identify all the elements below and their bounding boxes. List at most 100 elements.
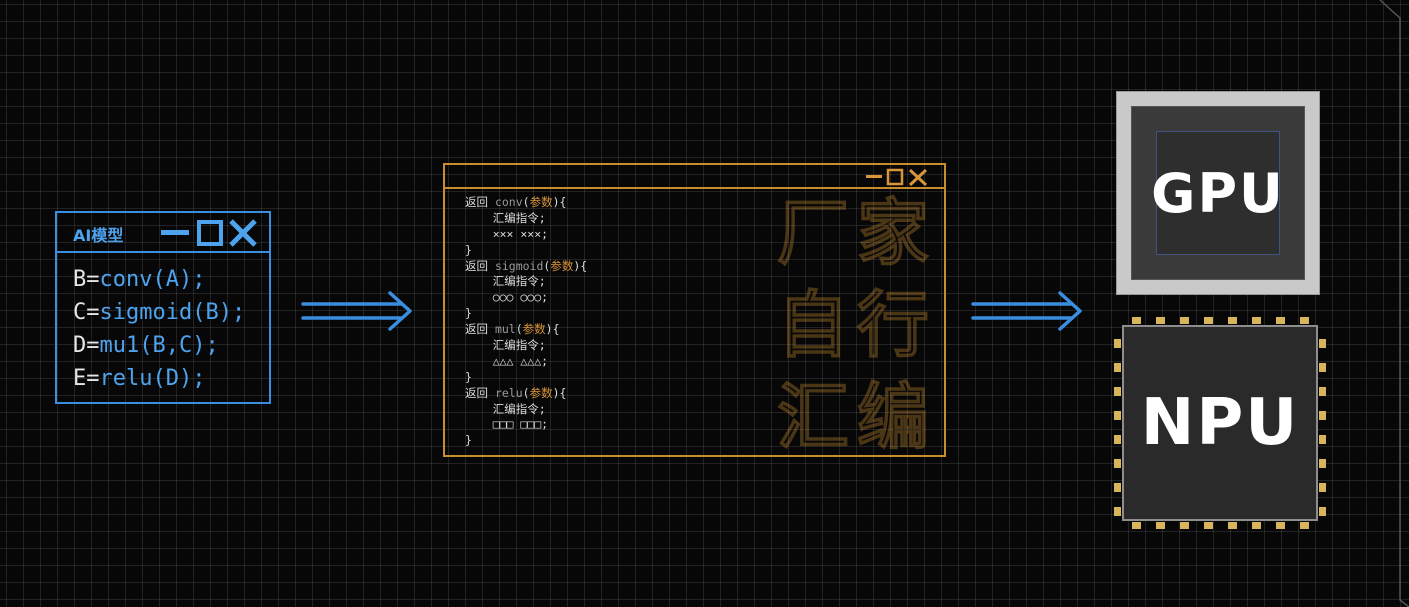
asm-token: □□□ □□□; [465,417,549,432]
npu-chip: NPU [1106,313,1332,533]
asm-code-line: 汇编指令; [465,211,587,227]
gpu-die [1156,131,1280,255]
close-icon [229,219,257,247]
asm-token: △△△ △△△; [465,353,549,368]
asm-token: 汇编指令; [465,401,546,416]
maximize-icon [197,220,223,246]
asm-token: 参数 [550,258,574,273]
vendor-assembly-window: 厂 家 自 行 汇 编 返回 conv(参数){ 汇编指令; ××× ×××;}… [443,163,946,457]
npu-pin [1319,507,1326,516]
asm-token: 汇编指令; [465,210,546,225]
asm-token: ){ [552,385,567,400]
asm-code-line: 汇编指令; [465,402,587,418]
npu-pin [1156,317,1165,324]
asm-code-line: 返回 mul(参数){ [465,322,587,338]
asm-token: ○○○ ○○○; [465,290,549,305]
asm-token: mul [494,322,516,337]
code-var: E= [73,366,100,391]
npu-pin [1114,339,1121,348]
code-var: C= [73,300,100,325]
watermark-char: 自 [776,282,849,367]
asm-token: ( [522,195,530,209]
gpu-chip: GPU [1116,91,1320,295]
npu-pin [1114,483,1121,492]
ai-model-titlebar: AI模型 [57,213,269,253]
npu-pin [1252,522,1261,529]
code-line: C=sigmoid(B); [73,296,269,329]
double-arrow-right-icon [971,291,1082,331]
asm-token: 参数 [529,195,553,209]
vendor-assembly-watermark: 厂 家 自 行 汇 编 [773,187,943,457]
code-line: B=conv(A); [73,263,269,296]
npu-pin [1228,522,1237,529]
asm-code-line: 汇编指令; [465,274,587,290]
asm-token: } [465,242,472,257]
code-call: conv(A); [99,267,206,292]
window-controls [161,219,257,247]
ai-model-code: B=conv(A); C=sigmoid(B); D=mu1(B,C); E=r… [57,253,269,395]
npu-pin [1156,522,1165,529]
asm-code-line: } [465,370,587,386]
npu-pin [1114,387,1121,396]
asm-code-line: 返回 sigmoid(参数){ [465,259,587,275]
watermark-char: 行 [856,282,929,367]
asm-token: sigmoid [494,258,544,273]
asm-token: ( [522,385,530,400]
asm-code-line: △△△ △△△; [465,354,587,370]
asm-code-line: 返回 relu(参数){ [465,386,587,402]
npu-pin [1114,435,1121,444]
npu-pin [1276,317,1285,324]
npu-pin [1319,411,1326,420]
asm-token: 参数 [522,322,546,337]
npu-pin [1319,339,1326,348]
npu-pin [1204,317,1213,324]
asm-token: ){ [573,258,588,273]
minimize-icon [866,175,882,178]
asm-code-line: 汇编指令; [465,338,587,354]
code-var: D= [73,333,100,358]
vendor-assembly-titlebar [445,165,944,189]
code-var: B= [73,267,100,292]
npu-pin [1114,507,1121,516]
watermark-char: 编 [856,374,929,457]
asm-token: } [465,433,472,448]
npu-pin [1300,317,1309,324]
npu-pin [1319,459,1326,468]
vendor-assembly-code: 返回 conv(参数){ 汇编指令; ××× ×××;}返回 sigmoid(参… [465,195,587,449]
asm-code-line: } [465,243,587,259]
asm-token: 返回 [465,258,495,273]
npu-pin [1300,522,1309,529]
watermark-char: 汇 [776,374,849,457]
asm-token: 返回 [465,195,495,209]
window-controls [866,168,928,186]
asm-token: 返回 [465,385,495,400]
asm-token: conv [494,195,523,209]
npu-pin [1132,522,1141,529]
npu-pin [1252,317,1261,324]
asm-code-line: ××× ×××; [465,227,587,243]
asm-token: 返回 [465,322,495,337]
npu-pin [1114,411,1121,420]
asm-token: } [465,306,472,321]
asm-token: ( [543,258,551,273]
asm-token: 汇编指令; [465,274,546,289]
npu-pin [1114,363,1121,372]
code-call: mu1(B,C); [99,333,219,358]
double-arrow-right-icon [301,291,412,331]
npu-pin [1228,317,1237,324]
npu-body: NPU [1122,325,1318,521]
asm-token: 汇编指令; [465,338,546,353]
code-line: D=mu1(B,C); [73,329,269,362]
npu-pin [1319,483,1326,492]
code-line: E=relu(D); [73,362,269,395]
minimize-icon [161,230,189,235]
gpu-label: GPU [1151,161,1285,225]
code-call: sigmoid(B); [99,300,246,325]
npu-pin [1319,387,1326,396]
maximize-icon [886,168,904,186]
ai-model-title: AI模型 [73,226,124,245]
asm-code-line: □□□ □□□; [465,417,587,433]
asm-code-line: } [465,306,587,322]
watermark-char: 家 [856,190,929,275]
asm-token: ××× ×××; [465,226,549,241]
